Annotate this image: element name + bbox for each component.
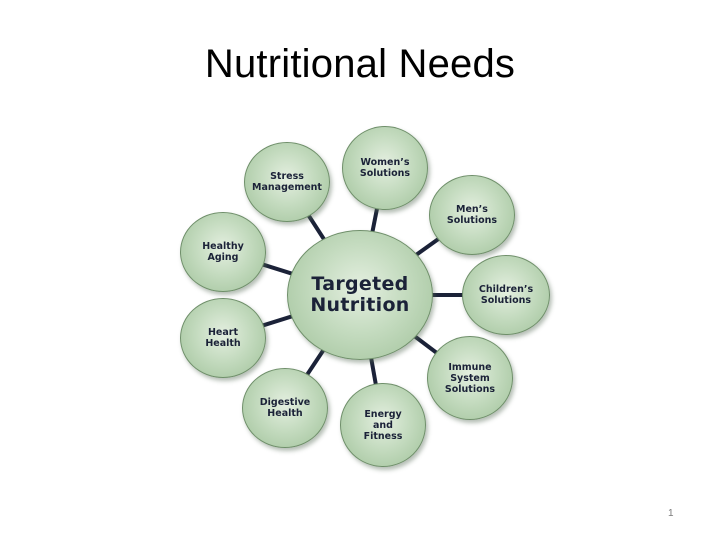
node-label: Children’s Solutions	[478, 284, 534, 306]
node-label: Heart Health	[205, 327, 241, 349]
node-energy-and-fitness: Energy and Fitness	[340, 383, 426, 467]
node-label: Digestive Health	[259, 397, 311, 419]
node-womens-solutions: Women’s Solutions	[342, 126, 428, 210]
node-heart-health: Heart Health	[180, 298, 266, 378]
node-stress-management: Stress Management	[244, 142, 330, 222]
node-label: Stress Management	[252, 171, 322, 193]
node-targeted-nutrition: Targeted Nutrition	[287, 230, 433, 360]
node-digestive-health: Digestive Health	[242, 368, 328, 448]
node-immune-system-solutions: Immune System Solutions	[427, 336, 513, 420]
node-label: Healthy Aging	[202, 241, 244, 263]
node-childrens-solutions: Children’s Solutions	[462, 255, 550, 335]
node-healthy-aging: Healthy Aging	[180, 212, 266, 292]
node-label: Energy and Fitness	[363, 408, 403, 442]
node-label: Immune System Solutions	[444, 361, 496, 395]
center-label: Targeted Nutrition	[310, 273, 410, 316]
node-label: Men’s Solutions	[446, 204, 498, 226]
node-mens-solutions: Men’s Solutions	[429, 175, 515, 255]
node-label: Women’s Solutions	[359, 157, 411, 179]
page-number: 1	[668, 508, 674, 519]
slide-title: Nutritional Needs	[204, 42, 516, 86]
